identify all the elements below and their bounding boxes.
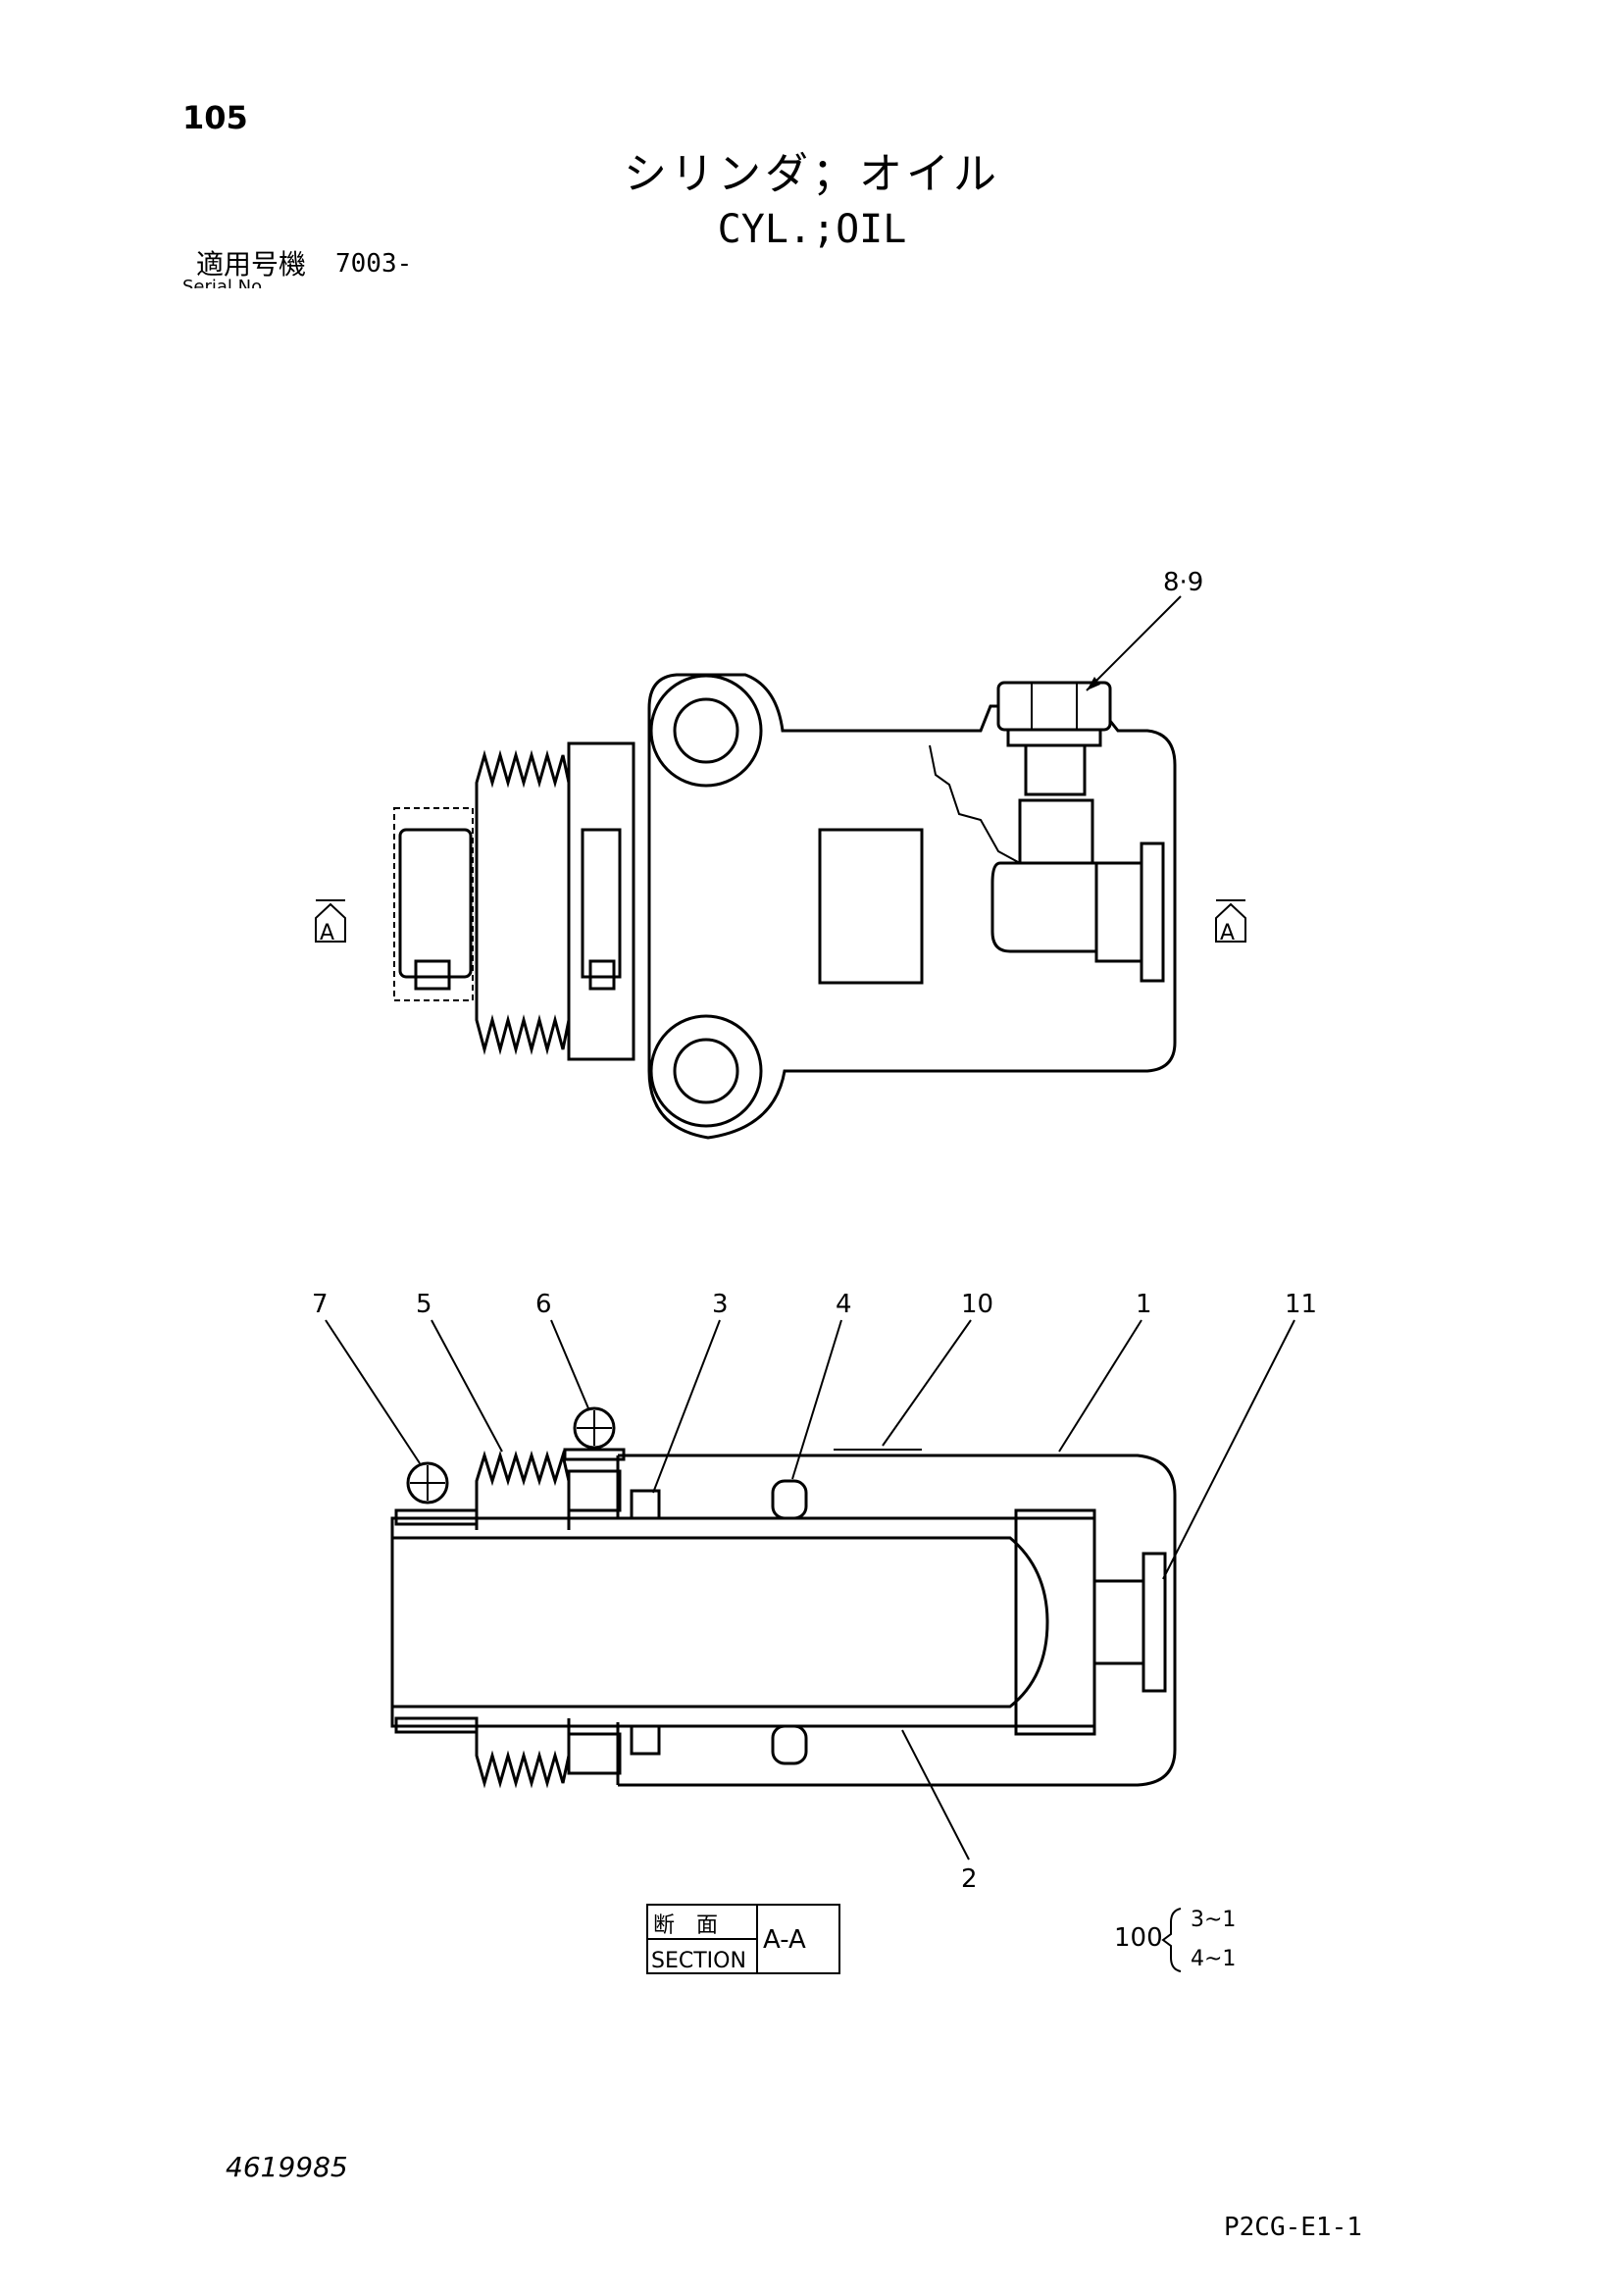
top-lug-hole [673, 697, 739, 764]
end-cap-tab [414, 959, 451, 991]
port-cavity [990, 861, 1098, 953]
section-designation: A-A [763, 1925, 806, 1955]
bottom-lug-hole [673, 1038, 739, 1104]
callout-8-9: 8·9 [1163, 568, 1203, 597]
section-marker-right: A [1215, 899, 1246, 945]
section-label-box: 断 面 SECTION A-A [646, 1904, 840, 1974]
nut-housing [567, 741, 635, 1061]
callout-11: 11 [1285, 1290, 1317, 1319]
section-marker-left: A [315, 899, 346, 945]
section-right-port-flange [1142, 1552, 1167, 1693]
plug-stem [1018, 798, 1094, 865]
svg-text:A: A [1220, 921, 1235, 945]
plug-washer [1006, 728, 1102, 747]
drawing-number: 4619985 [226, 2151, 348, 2183]
kit-brace [1161, 1908, 1182, 1972]
band-top [563, 1448, 626, 1461]
serial-sub-label: Serial No. [182, 279, 268, 288]
title-english: CYL.;OIL [717, 207, 907, 252]
boot-top [394, 1508, 479, 1526]
page-code: P2CG-E1-1 [1224, 2213, 1362, 2242]
plug-thread [1024, 743, 1087, 796]
nut-bottom [567, 1732, 622, 1775]
callout-1: 1 [1136, 1290, 1152, 1319]
boot-bottom [394, 1716, 479, 1734]
section-label-en: SECTION [651, 1949, 746, 1973]
bellows [475, 749, 571, 1055]
top-body-outline [647, 673, 1177, 1140]
bore [390, 1516, 1096, 1728]
kit-item-2: 4~1 [1191, 1947, 1236, 1971]
serial-label: 適用号機 [196, 248, 307, 281]
callout-7: 7 [312, 1290, 329, 1319]
break-line [929, 744, 1021, 864]
section-right-port [1092, 1579, 1145, 1665]
scraper-top [630, 1489, 661, 1520]
o-ring-top [771, 1479, 808, 1520]
hex-plug [996, 681, 1112, 732]
nut-top [567, 1469, 622, 1512]
callout-3: 3 [712, 1290, 729, 1319]
scraper-bottom [630, 1724, 661, 1756]
right-port [1094, 861, 1143, 963]
o-ring-bottom [771, 1724, 808, 1765]
section-label-jp: 断 面 [653, 1913, 718, 1938]
section-view: 7 5 6 3 4 10 1 11 2 断 面 SECTION A-A 100 [312, 1290, 1317, 1974]
svg-text:A: A [320, 921, 334, 945]
nut-housing-tab [588, 959, 616, 991]
kit-item-1: 3~1 [1191, 1908, 1236, 1932]
callout-5: 5 [416, 1290, 432, 1319]
right-port-flange [1140, 842, 1165, 983]
top-lug [649, 674, 763, 788]
center-window [818, 828, 924, 985]
bottom-lug [649, 1014, 763, 1128]
nut-housing-window [581, 828, 622, 979]
kit-group: 100 3~1 4~1 [1114, 1908, 1236, 1972]
callout-6: 6 [535, 1290, 552, 1319]
section-body-outline [618, 1454, 1177, 1787]
title-japanese: シリンダ；オイル [624, 149, 1000, 199]
end-cap [398, 828, 473, 979]
bore-end [1014, 1508, 1096, 1736]
page-number: 105 [182, 99, 248, 136]
piston-rod [390, 1536, 1049, 1709]
kit-number: 100 [1114, 1923, 1163, 1953]
callout-10: 10 [961, 1290, 993, 1319]
callout-4: 4 [836, 1290, 852, 1319]
serial-value: 7003- [335, 249, 413, 279]
end-cap-dashed [393, 807, 474, 1001]
section-bellows-bottom [475, 1718, 571, 1789]
top-view: A A 8·9 [315, 568, 1246, 1140]
callout-2: 2 [961, 1864, 978, 1894]
section-bellows-top [475, 1450, 571, 1530]
